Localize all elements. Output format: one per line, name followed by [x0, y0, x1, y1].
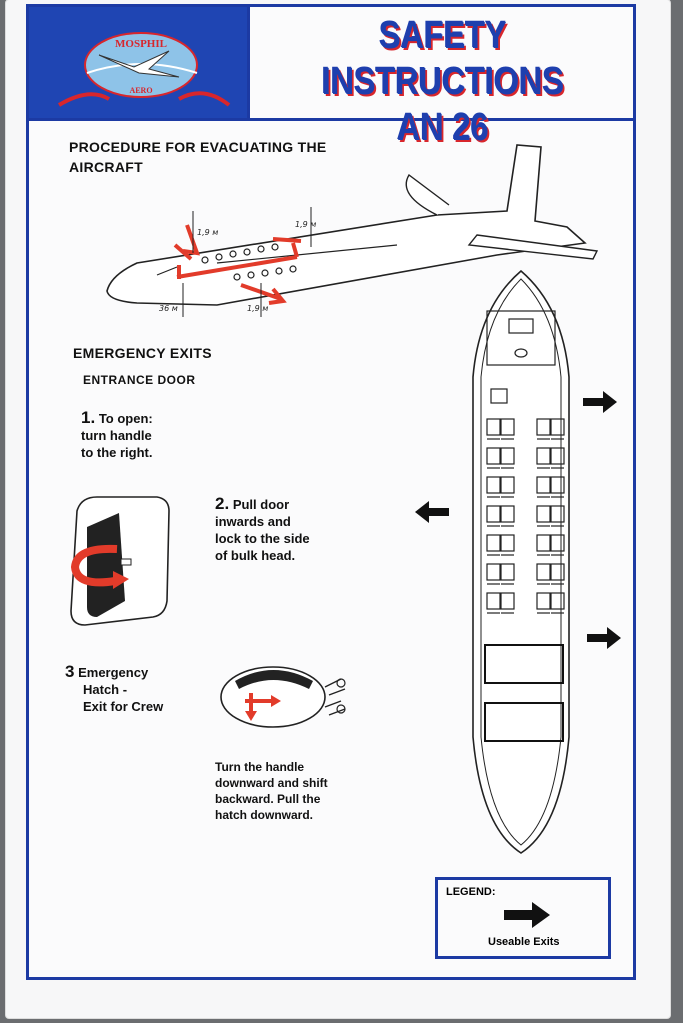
airline-logo: MOSPHIL AERO	[29, 7, 247, 121]
seat	[536, 563, 551, 581]
seat	[486, 505, 501, 523]
procedure-heading-line2: AIRCRAFT	[69, 159, 143, 175]
step-3-line3: Exit for Crew	[83, 699, 164, 714]
seat	[486, 592, 501, 610]
seat	[500, 534, 515, 552]
legend-title: LEGEND:	[446, 886, 496, 898]
header-divider	[29, 118, 247, 121]
aircraft-side-view: 1,9 м 1,9 м 1,9 м 36 м	[106, 144, 599, 317]
title-line-1: SAFETY INSTRUCTIONS	[321, 15, 565, 103]
step-2: 2. Pull door inwards and lock to the sid…	[215, 495, 365, 564]
seat	[550, 563, 565, 581]
seat	[486, 418, 501, 436]
legend-exit-arrow-icon	[504, 902, 550, 928]
seat	[536, 505, 551, 523]
seat	[536, 447, 551, 465]
step-3-number: 3	[65, 662, 75, 681]
step-2-line3: lock to the side	[215, 531, 310, 546]
procedure-heading-line1: PROCEDURE FOR EVACUATING THE	[69, 139, 327, 155]
safety-card: MOSPHIL AERO SAFETY INSTRUCTIONS AN 26 P…	[6, 0, 670, 1018]
step-2-line2: inwards and	[215, 514, 291, 529]
exit-arrow-right-2	[587, 627, 621, 649]
hatch-note-line2: downward and shift	[215, 776, 328, 790]
seat	[500, 447, 515, 465]
cabin-floor-plan	[472, 269, 570, 854]
seat	[500, 563, 515, 581]
seat	[550, 476, 565, 494]
seat	[536, 592, 551, 610]
step-1-line2: turn handle	[81, 428, 152, 443]
seat	[500, 476, 515, 494]
seat	[550, 505, 565, 523]
step-1-line1: To open:	[98, 411, 153, 426]
entrance-door-heading: ENTRANCE DOOR	[83, 373, 196, 387]
dim-label-4: 36 м	[159, 304, 178, 313]
step-3: 3 Emergency Hatch - Exit for Crew	[65, 663, 235, 715]
seat	[550, 592, 565, 610]
seat	[536, 534, 551, 552]
legend-box: LEGEND: Useable Exits	[435, 877, 611, 959]
hatch-instructions: Turn the handle downward and shift backw…	[215, 759, 375, 823]
logo-top-text: MOSPHIL	[115, 38, 167, 50]
step-3-line1: Emergency	[78, 665, 149, 680]
step-3-line2: Hatch -	[83, 682, 128, 697]
hatch-illustration	[220, 666, 346, 728]
logo-bottom-text: AERO	[129, 86, 152, 95]
seat	[500, 592, 515, 610]
exit-arrow-left	[415, 501, 449, 523]
hatch-note-line3: backward. Pull the	[215, 792, 321, 806]
step-1-line3: to the right.	[81, 445, 153, 460]
logo-emblem: MOSPHIL AERO	[57, 32, 231, 107]
dim-label-2: 1,9 м	[295, 220, 316, 229]
title-panel: SAFETY INSTRUCTIONS AN 26	[247, 7, 636, 149]
procedure-heading: PROCEDURE FOR EVACUATING THE AIRCRAFT	[69, 137, 369, 177]
seat	[550, 447, 565, 465]
legend-label: Useable Exits	[488, 936, 560, 948]
seat	[486, 534, 501, 552]
card-frame: MOSPHIL AERO SAFETY INSTRUCTIONS AN 26 P…	[26, 4, 636, 980]
door-handle-illustration	[70, 496, 170, 626]
seat	[486, 563, 501, 581]
hatch-note-line1: Turn the handle	[215, 760, 305, 774]
dim-label-3: 1,9 м	[247, 304, 268, 313]
seat	[550, 534, 565, 552]
step-2-number: 2.	[215, 494, 230, 513]
exit-arrow-right-1	[583, 391, 617, 413]
title-line-2: AN 26	[397, 107, 489, 149]
step-1-number: 1.	[81, 408, 96, 427]
seat	[550, 418, 565, 436]
seat	[500, 418, 515, 436]
hatch-note-line4: hatch downward.	[215, 808, 314, 822]
seat	[536, 418, 551, 436]
step-2-line1: Pull door	[232, 497, 290, 512]
step-1: 1. To open: turn handle to the right.	[81, 409, 221, 461]
seat	[536, 476, 551, 494]
seat	[486, 476, 501, 494]
dim-label-1: 1,9 м	[197, 228, 218, 237]
emergency-exits-heading: EMERGENCY EXITS	[73, 345, 212, 361]
seat	[486, 447, 501, 465]
step-2-line4: of bulk head.	[215, 548, 296, 563]
seat	[500, 505, 515, 523]
